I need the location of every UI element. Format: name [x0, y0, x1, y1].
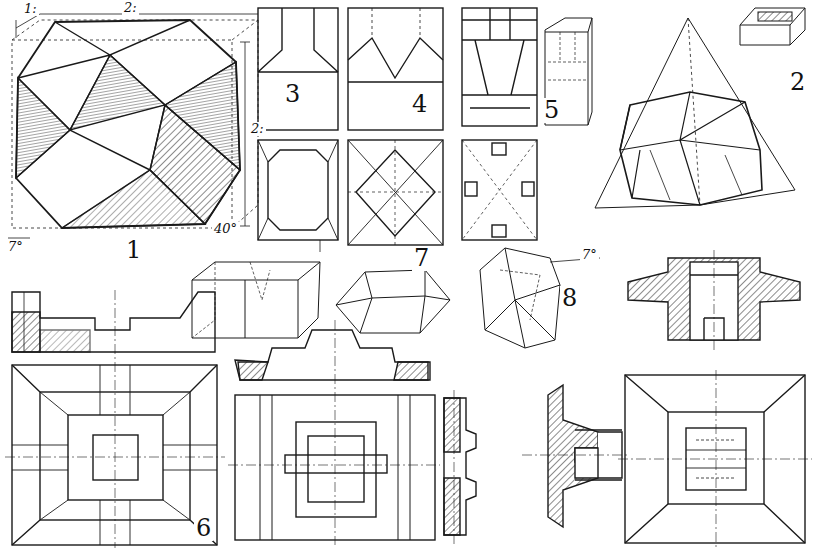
figure-8-views	[522, 250, 812, 548]
figure-5-views	[462, 8, 537, 240]
polyhedron-figure	[8, 14, 258, 238]
figure-number: 2	[788, 70, 807, 95]
figure-number: 1	[124, 238, 143, 263]
figure-3-views	[258, 8, 338, 252]
figure-number: 6	[194, 516, 213, 541]
angle-label: 7°	[580, 248, 599, 262]
dimension-label: 1:	[22, 2, 39, 16]
figure-number: 3	[283, 82, 302, 107]
figure-number: 4	[410, 92, 429, 117]
figure-7-views	[228, 320, 476, 545]
angle-label: 7°	[6, 240, 25, 254]
dimension-label: 2:	[249, 122, 266, 136]
perspective-sketches	[192, 248, 600, 348]
angle-label: 40°	[212, 222, 239, 236]
figure-4-views	[348, 8, 443, 245]
figure-number: 7	[412, 246, 431, 271]
dimension-label: 2:	[122, 1, 139, 15]
figure-6-views	[5, 290, 225, 548]
figure-number: 5	[542, 98, 561, 123]
figure-number: 8	[560, 286, 579, 311]
pyramid-figure	[595, 18, 795, 208]
small-block	[740, 8, 805, 45]
